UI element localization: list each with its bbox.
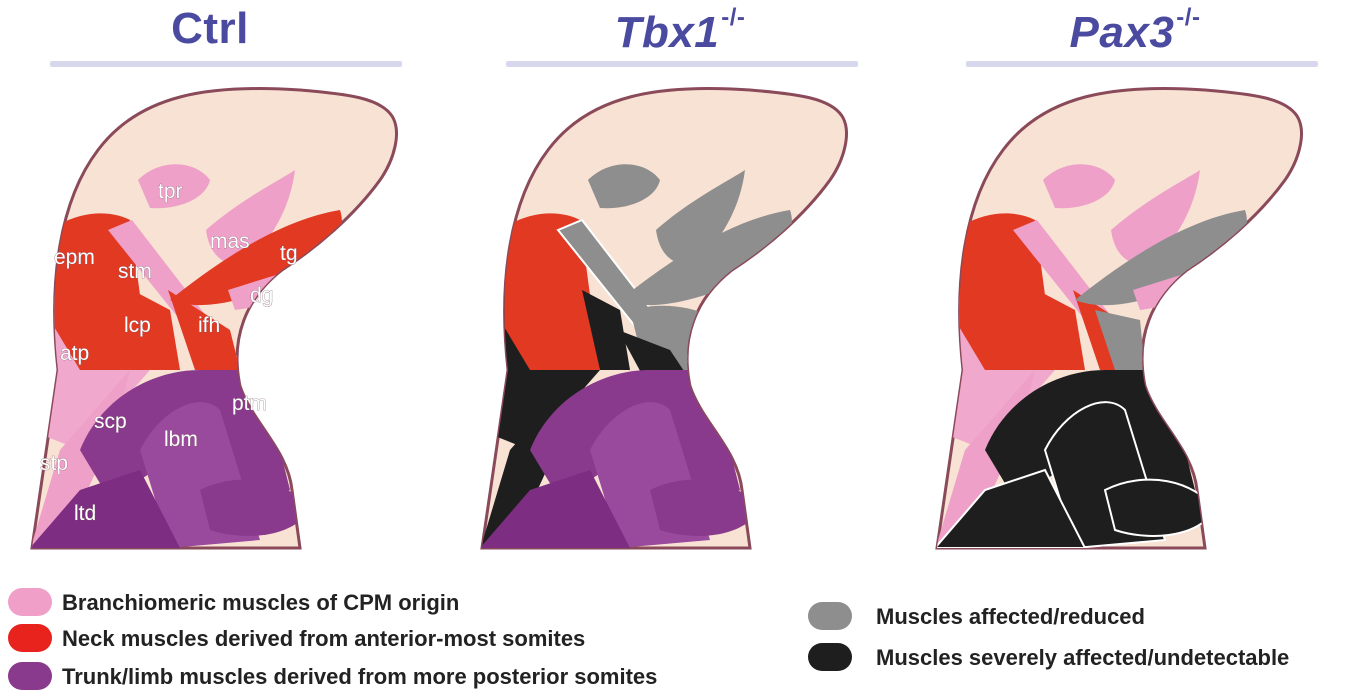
mouse-head-tbx1 <box>470 70 910 552</box>
legend-swatch-trunk-limb <box>8 662 52 690</box>
label-lcp: lcp <box>124 314 151 337</box>
legend-label-affected: Muscles affected/reduced <box>876 604 1145 630</box>
panel-title-superscript: -/- <box>1176 4 1200 31</box>
mouse-head-ctrl: tpr mas tg epm stm dg lcp ifh atp ptm sc… <box>20 70 460 552</box>
label-ltd: ltd <box>74 502 96 525</box>
legend-swatch-affected <box>808 602 852 630</box>
panel-title-text: Ctrl <box>171 4 249 53</box>
label-ptm: ptm <box>232 392 267 415</box>
legend-label-neck: Neck muscles derived from anterior-most … <box>62 626 585 652</box>
panel-title-text: Tbx1 <box>615 8 720 57</box>
label-mas: mas <box>210 230 250 253</box>
legend-swatch-branchiomeric <box>8 588 52 616</box>
panel-title-pax3: Pax3-/- <box>975 4 1295 58</box>
panel-title-tbx1: Tbx1-/- <box>520 4 840 58</box>
mouse-head-pax3 <box>925 70 1365 552</box>
title-rule-tbx1 <box>506 61 858 67</box>
label-ifh: ifh <box>198 314 220 337</box>
legend-label-severe: Muscles severely affected/undetectable <box>876 645 1289 671</box>
label-tg: tg <box>280 242 298 265</box>
title-rule-pax3 <box>966 61 1318 67</box>
legend-swatch-neck <box>8 624 52 652</box>
panel-title-text: Pax3 <box>1070 8 1175 57</box>
label-tpr: tpr <box>158 180 183 203</box>
legend-label-branchiomeric: Branchiomeric muscles of CPM origin <box>62 590 459 616</box>
label-lbm: lbm <box>164 428 198 451</box>
label-epm: epm <box>54 246 95 269</box>
label-stm: stm <box>118 260 152 283</box>
label-stp: stp <box>40 452 68 475</box>
legend-swatch-severe <box>808 643 852 671</box>
label-dg: dg <box>250 284 273 307</box>
label-scp: scp <box>94 410 127 433</box>
panel-title-ctrl: Ctrl <box>50 4 370 54</box>
title-rule-ctrl <box>50 61 402 67</box>
panel-title-superscript: -/- <box>721 4 745 31</box>
legend-label-trunk-limb: Trunk/limb muscles derived from more pos… <box>62 664 657 690</box>
label-atp: atp <box>60 342 89 365</box>
